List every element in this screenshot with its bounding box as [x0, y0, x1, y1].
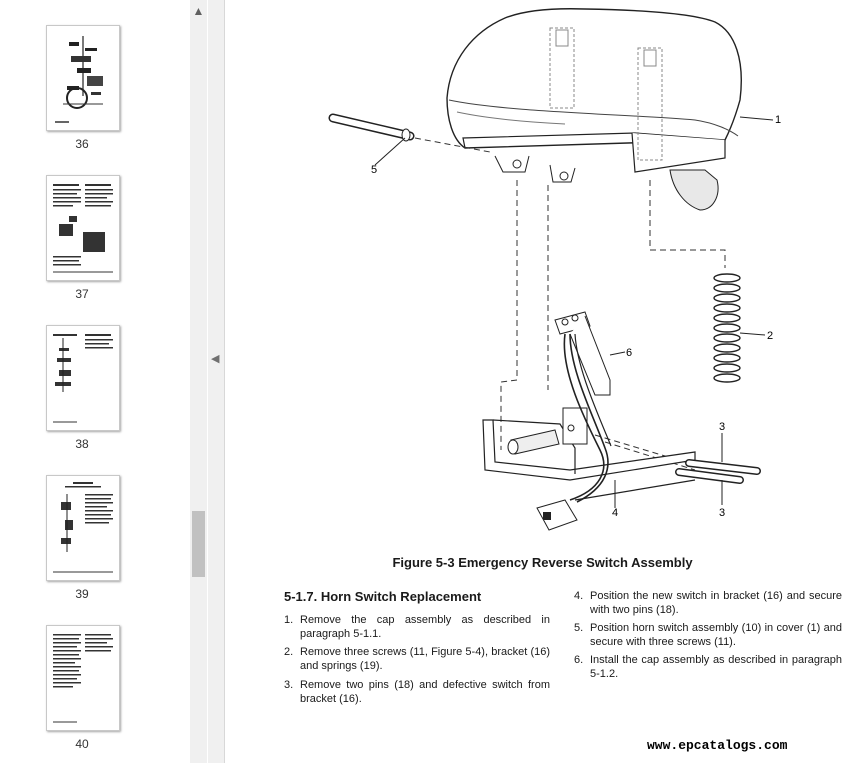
thumbnail-figure [55, 36, 103, 123]
sidebar-scrollbar[interactable]: ▲ [190, 0, 207, 763]
sidebar-splitter[interactable]: ◀ [208, 0, 225, 763]
page-thumbnail-37[interactable] [46, 175, 120, 281]
procedure-step: 4. Position the new switch in bracket (1… [574, 589, 842, 617]
thumbnail-sidebar: 36 37 38 [0, 0, 208, 763]
procedure-step: 3. Remove two pins (18) and defective sw… [284, 678, 550, 706]
callout-5: 5 [371, 164, 377, 176]
step-text: Position horn switch assembly (10) in co… [590, 622, 842, 648]
callout-6: 6 [626, 347, 632, 359]
step-text: Remove the cap assembly as described in … [300, 614, 550, 640]
step-number: 5. [574, 622, 584, 634]
step-text: Install the cap assembly as described in… [590, 654, 842, 680]
document-page: 1 2 3 3 4 5 6 Figure 5-3 Emergency Rever… [225, 0, 860, 763]
page-thumbnail-36[interactable] [46, 25, 120, 131]
section-heading: 5-1.7. Horn Switch Replacement [284, 589, 482, 604]
callout-leaders [374, 116, 774, 508]
callout-2: 2 [767, 330, 773, 342]
thumbnail-text [53, 184, 113, 273]
spring-part [713, 273, 741, 383]
step-number: 3. [284, 679, 294, 691]
step-number: 4. [574, 590, 584, 602]
procedure-step: 2. Remove three screws (11, Figure 5-4),… [284, 645, 550, 673]
step-text: Position the new switch in bracket (16) … [590, 590, 842, 616]
thumbnail-figure-text [53, 334, 113, 423]
scrollbar-thumb[interactable] [192, 511, 205, 577]
thumbnail-figure-text [53, 482, 113, 573]
step-number: 6. [574, 654, 584, 666]
pins-part-3 [675, 459, 761, 484]
page-number-label: 36 [75, 137, 89, 151]
procedure-step: 5. Position horn switch assembly (10) in… [574, 621, 842, 649]
scroll-up-icon[interactable]: ▲ [192, 4, 205, 18]
collapse-sidebar-icon[interactable]: ◀ [211, 353, 220, 365]
procedure-step: 6. Install the cap assembly as described… [574, 653, 842, 681]
figure-caption: Figure 5-3 Emergency Reverse Switch Asse… [392, 555, 693, 570]
thumbnail-text [53, 634, 113, 723]
page-number-label: 39 [75, 587, 89, 601]
callout-4: 4 [612, 507, 618, 519]
exploded-view-figure: 1 2 3 3 4 5 6 [328, 8, 781, 531]
callout-3-upper: 3 [719, 421, 725, 433]
step-text: Remove two pins (18) and defective switc… [300, 679, 550, 705]
page-thumbnail-38[interactable] [46, 325, 120, 431]
cap-assembly [446, 8, 742, 211]
page-thumbnail-40[interactable] [46, 625, 120, 731]
page-number-label: 40 [75, 737, 89, 751]
bracket-switch-assembly [482, 311, 696, 531]
watermark-text: www.epcatalogs.com [647, 738, 788, 753]
page-thumbnail-39[interactable] [46, 475, 120, 581]
callout-1: 1 [775, 114, 781, 126]
pin-part [328, 113, 491, 153]
step-text: Remove three screws (11, Figure 5-4), br… [300, 646, 550, 672]
callout-3-lower: 3 [719, 507, 725, 519]
step-number: 1. [284, 614, 294, 626]
procedure-step: 1. Remove the cap assembly as described … [284, 613, 550, 641]
assembly-guide-lines [500, 180, 726, 471]
page-number-label: 38 [75, 437, 89, 451]
step-number: 2. [284, 646, 294, 658]
page-number-label: 37 [75, 287, 89, 301]
